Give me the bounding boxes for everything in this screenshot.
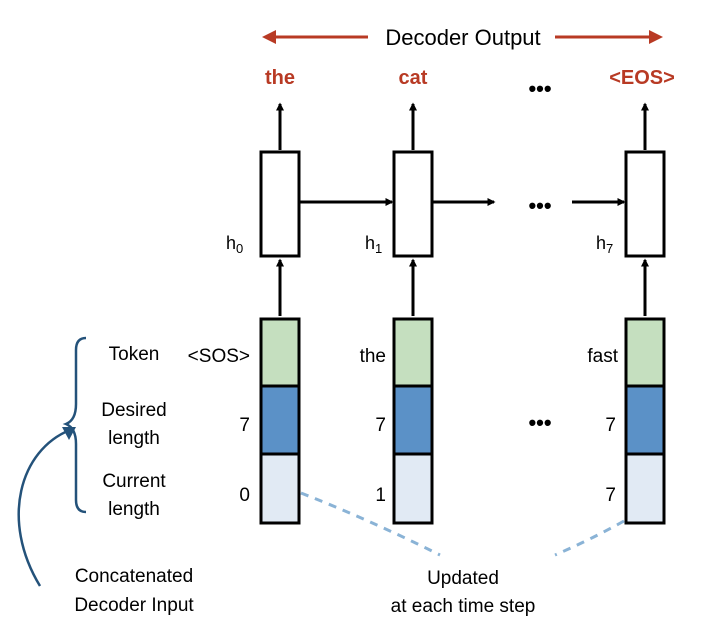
input-brace xyxy=(62,336,87,514)
field-label-current-1: Current xyxy=(102,471,166,492)
concat-curve-arrow xyxy=(17,428,71,587)
field-label-desired-1: Desired xyxy=(101,400,166,421)
recurrence-ellipsis: ••• xyxy=(528,193,551,218)
input-current-0: 0 xyxy=(239,485,250,506)
hidden-box-h1 xyxy=(392,150,434,258)
field-label-token: Token xyxy=(109,344,160,365)
dashed-line-left xyxy=(300,491,441,557)
hidden-box-h0 xyxy=(259,150,301,258)
current-cell-7 xyxy=(624,452,666,525)
concatenated-label-2: Decoder Input xyxy=(74,595,194,616)
output-token-cat: cat xyxy=(399,67,428,89)
desired-cell-0 xyxy=(259,384,301,456)
input-token-1: the xyxy=(360,346,386,367)
output-token-eos: <EOS> xyxy=(609,67,675,89)
current-cell-0 xyxy=(259,452,301,525)
field-label-current-2: length xyxy=(108,499,160,520)
token-cell-1 xyxy=(392,317,434,388)
hidden-label-h1: h1 xyxy=(365,233,382,256)
input-stack-7 xyxy=(624,317,666,525)
updated-label-1: Updated xyxy=(427,568,499,589)
hidden-label-h7: h7 xyxy=(596,233,613,256)
decoder-output-label: Decoder Output xyxy=(385,25,540,50)
hidden-label-h0: h0 xyxy=(226,233,243,256)
input-stack-0 xyxy=(259,317,301,525)
input-desired-0: 7 xyxy=(239,415,250,436)
input-desired-7: 7 xyxy=(605,415,616,436)
token-cell-0 xyxy=(259,317,301,388)
input-stack-1 xyxy=(392,317,434,525)
desired-cell-1 xyxy=(392,384,434,456)
input-token-7: fast xyxy=(587,346,618,367)
output-ellipsis: ••• xyxy=(528,76,551,101)
output-token-the: the xyxy=(265,67,295,89)
header-arrow-right-head xyxy=(649,30,663,44)
field-label-desired-2: length xyxy=(108,428,160,449)
concatenated-label-1: Concatenated xyxy=(75,566,193,587)
current-cell-1 xyxy=(392,452,434,525)
decoder-output-header: Decoder Output xyxy=(262,25,663,50)
input-token-0: <SOS> xyxy=(188,346,250,367)
updated-label-2: at each time step xyxy=(391,596,536,617)
dashed-line-right xyxy=(554,519,625,557)
token-cell-7 xyxy=(624,317,666,388)
input-current-1: 1 xyxy=(375,485,386,506)
desired-cell-7 xyxy=(624,384,666,456)
input-desired-1: 7 xyxy=(375,415,386,436)
input-current-7: 7 xyxy=(605,485,616,506)
input-ellipsis: ••• xyxy=(528,410,551,435)
hidden-box-h7 xyxy=(624,150,666,258)
header-arrow-left-head xyxy=(262,30,276,44)
concat-curve-arrowhead xyxy=(62,427,76,440)
